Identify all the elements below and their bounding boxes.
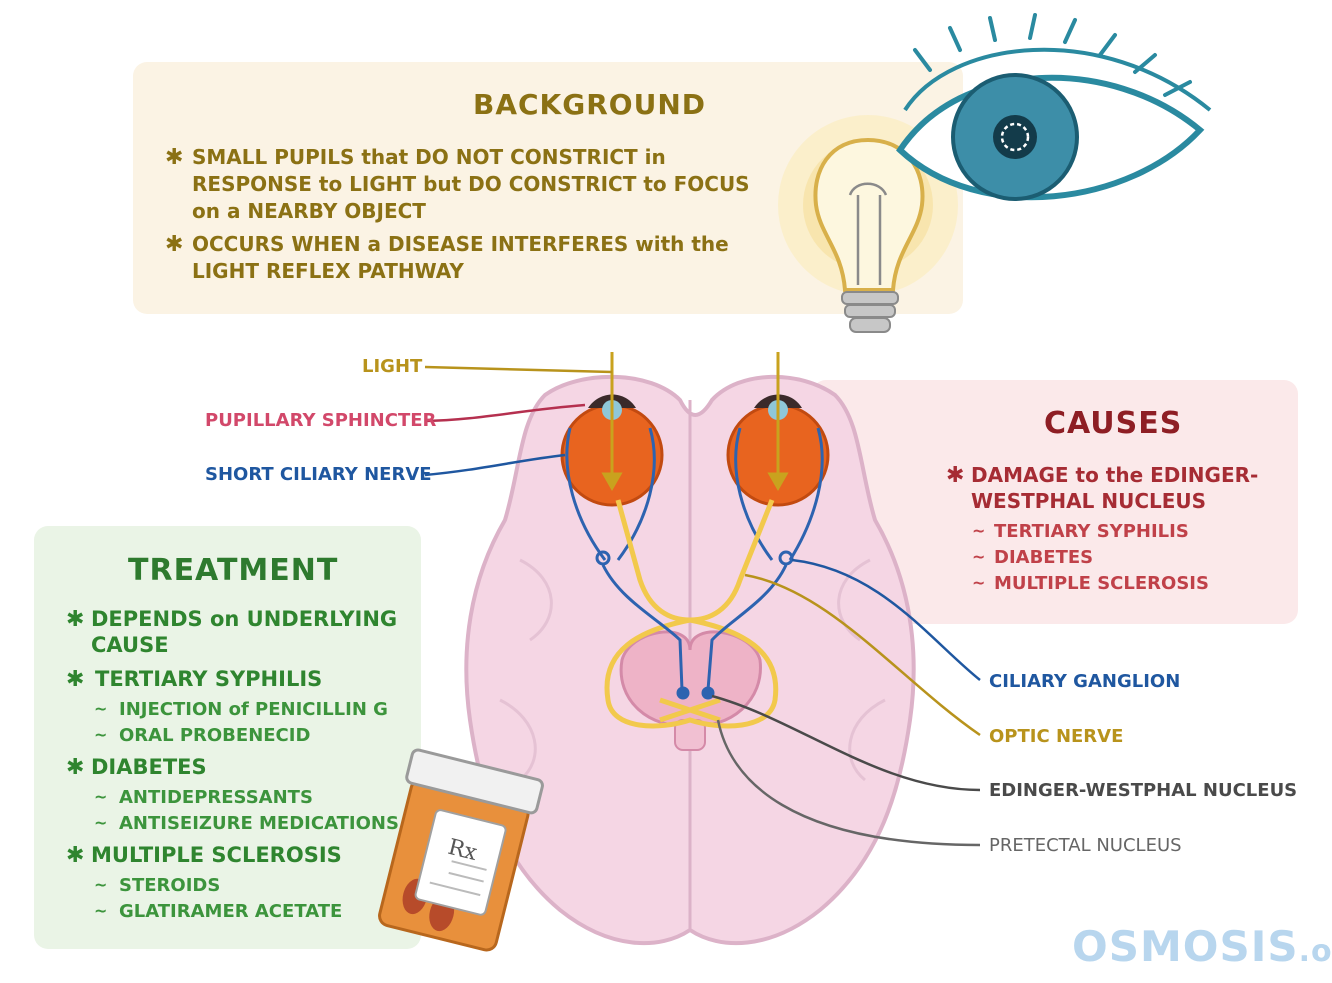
causes-sub-item: TERTIARY SYPHILIS [994, 521, 1189, 542]
bullet-star-icon: ✱ [66, 755, 85, 780]
causes-title: CAUSES [1044, 406, 1183, 441]
tilde-icon: ~ [972, 521, 986, 540]
treatment-b1-line1: DEPENDS on UNDERLYING [91, 607, 398, 631]
label-edinger-westphal-nucleus: EDINGER-WESTPHAL NUCLEUS [989, 780, 1298, 801]
treatment-sub-item: INJECTION of PENICILLIN G [119, 699, 388, 720]
osmosis-logo: OSMOSIS.org [1072, 922, 1332, 971]
background-bullet1-line1: SMALL PUPILS that DO NOT CONSTRICT in [192, 145, 666, 169]
edinger-westphal-leader [711, 694, 981, 792]
short-ciliary-leader [424, 453, 566, 477]
background-bullet2-line2: LIGHT REFLEX PATHWAY [192, 259, 464, 283]
label-short-ciliary-nerve: SHORT CILIARY NERVE [205, 464, 432, 485]
causes-main-line2: WESTPHAL NUCLEUS [971, 489, 1207, 513]
sphincter-leader [424, 403, 586, 423]
treatment-sub-item: ORAL PROBENECID [119, 725, 311, 746]
tilde-icon: ~ [94, 725, 108, 744]
bullet-star-icon: ✱ [165, 145, 184, 170]
tilde-icon: ~ [94, 875, 108, 894]
tilde-icon: ~ [972, 573, 986, 592]
treatment-sub-item: STEROIDS [119, 875, 221, 896]
causes-sub-item: MULTIPLE SCLEROSIS [994, 573, 1209, 594]
logo-main: OSMOSIS [1072, 922, 1299, 971]
bullet-star-icon: ✱ [946, 463, 965, 488]
brain-illustration [464, 374, 916, 946]
treatment-title: TREATMENT [128, 553, 339, 588]
tilde-icon: ~ [94, 699, 108, 718]
tilde-icon: ~ [94, 813, 108, 832]
optic-nerve-pathway [604, 499, 779, 729]
eye-icon [896, 13, 1212, 201]
treatment-sub-item: ANTIDEPRESSANTS [119, 787, 313, 808]
bullet-star-icon: ✱ [66, 667, 85, 692]
tilde-icon: ~ [94, 787, 108, 806]
treatment-b4: MULTIPLE SCLEROSIS [91, 843, 342, 867]
treatment-b2: TERTIARY SYPHILIS [95, 667, 323, 691]
nerve-pathway [595, 550, 794, 700]
background-bullet2-line1: OCCURS WHEN a DISEASE INTERFERES with th… [192, 232, 729, 256]
treatment-sub-item: GLATIRAMER ACETATE [119, 901, 343, 922]
treatment-b3: DIABETES [91, 755, 207, 779]
label-optic-nerve: OPTIC NERVE [989, 726, 1124, 747]
bullet-star-icon: ✱ [66, 607, 85, 632]
causes-main-line1: DAMAGE to the EDINGER- [971, 463, 1259, 487]
background-title: BACKGROUND [473, 88, 707, 121]
treatment-panel [34, 526, 421, 949]
label-light: LIGHT [362, 356, 423, 377]
background-bullet1-line2: RESPONSE to LIGHT but DO CONSTRICT to FO… [192, 172, 750, 196]
light-leader [424, 365, 613, 374]
pretectal-leader [716, 719, 981, 847]
label-pupillary-sphincter: PUPILLARY SPHINCTER [205, 410, 437, 431]
optic-nerve-leader [744, 573, 981, 737]
pill-bottle-icon [378, 748, 544, 952]
treatment-b1-line2: CAUSE [91, 633, 169, 657]
tilde-icon: ~ [972, 547, 986, 566]
ciliary-ganglion-leader [791, 558, 981, 681]
bullet-star-icon: ✱ [66, 843, 85, 868]
tilde-icon: ~ [94, 901, 108, 920]
causes-sub-item: DIABETES [994, 547, 1094, 568]
background-bullet1-line3: on a NEARBY OBJECT [192, 199, 426, 223]
bullet-star-icon: ✱ [165, 232, 184, 257]
treatment-sub-item: ANTISEIZURE MEDICATIONS [119, 813, 399, 834]
light-arrows [601, 352, 789, 492]
label-pretectal-nucleus: PRETECTAL NUCLEUS [989, 835, 1182, 856]
logo-suffix: .org [1298, 934, 1332, 969]
label-ciliary-ganglion: CILIARY GANGLION [989, 671, 1181, 692]
